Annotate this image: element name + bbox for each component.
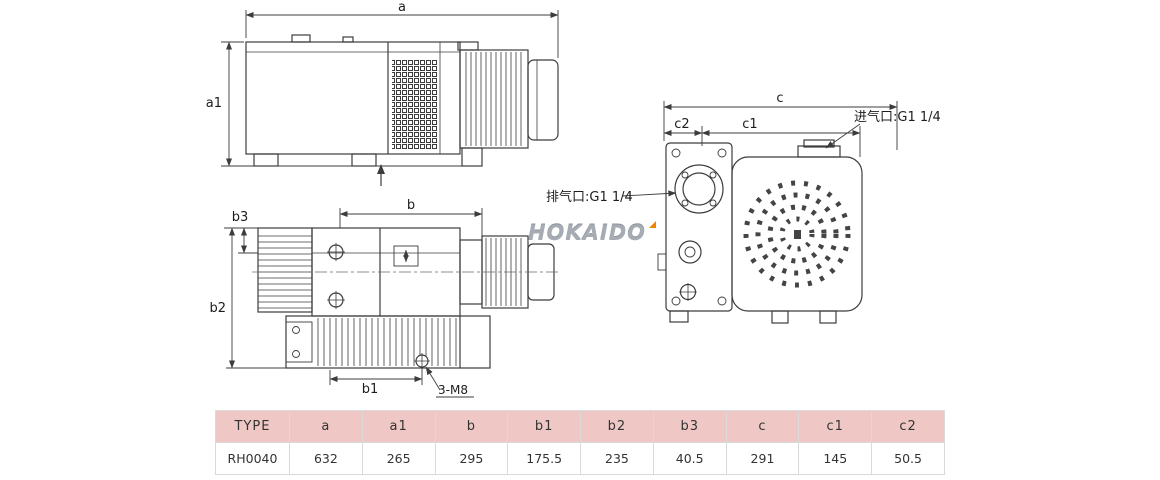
dim-label-b3: b3 bbox=[232, 210, 249, 225]
dim-label-c2: c2 bbox=[674, 117, 689, 132]
dim-label-b: b bbox=[407, 198, 415, 213]
col-header-b2: b2 bbox=[580, 410, 654, 443]
dim-label-b2: b2 bbox=[209, 301, 226, 316]
side-view bbox=[245, 34, 559, 186]
inlet-port-label: 进气口:G1 1/4 bbox=[854, 109, 941, 125]
logo-accent-mark bbox=[649, 221, 657, 228]
thread-note-3-m8: 3-M8 bbox=[438, 383, 468, 397]
exhaust-port-label: 排气口:G1 1/4 bbox=[546, 189, 633, 205]
cell-b3: 40.5 bbox=[652, 442, 727, 475]
dim-label-a: a bbox=[398, 0, 406, 15]
cell-b1: 175.5 bbox=[507, 442, 582, 475]
side-view-dims bbox=[221, 10, 559, 167]
end-view-dims bbox=[621, 101, 898, 197]
col-header-c2: c2 bbox=[871, 410, 945, 443]
dim-label-b1: b1 bbox=[362, 382, 379, 397]
col-header-b3: b3 bbox=[652, 410, 727, 443]
col-header-c1: c1 bbox=[798, 410, 873, 443]
col-header-type: TYPE bbox=[215, 410, 290, 443]
col-header-a1: a1 bbox=[361, 410, 436, 443]
up-arrow bbox=[377, 164, 385, 186]
cell-b2: 235 bbox=[580, 442, 654, 475]
cell-c: 291 bbox=[725, 442, 800, 475]
plan-view bbox=[252, 227, 560, 369]
table-row: RH0040 632 265 295 175.5 235 40.5 291 14… bbox=[215, 442, 945, 475]
spec-table-header: TYPE a a1 b b1 b2 b3 c c1 c2 bbox=[215, 410, 945, 443]
spec-table: TYPE a a1 b b1 b2 b3 c c1 c2 RH0040 632 … bbox=[215, 410, 945, 475]
col-header-b: b bbox=[434, 410, 509, 443]
dim-label-c: c bbox=[776, 91, 783, 106]
end-view bbox=[657, 139, 863, 324]
cell-b: 295 bbox=[434, 442, 509, 475]
exhaust-port bbox=[674, 164, 724, 214]
fan-cover-side bbox=[527, 59, 559, 141]
brand-logo: HOKAIDO bbox=[522, 221, 662, 249]
cell-c2: 50.5 bbox=[871, 442, 945, 475]
cell-a: 632 bbox=[289, 442, 363, 475]
dim-label-c1: c1 bbox=[742, 117, 757, 132]
brand-logo-text: HOKAIDO bbox=[527, 221, 647, 245]
cell-c1: 145 bbox=[798, 442, 873, 475]
cell-type: RH0040 bbox=[215, 442, 290, 475]
plan-view-dims bbox=[224, 208, 483, 398]
col-header-c: c bbox=[725, 410, 800, 443]
col-header-b1: b1 bbox=[507, 410, 582, 443]
cell-a1: 265 bbox=[361, 442, 436, 475]
fan-housing bbox=[731, 156, 863, 312]
col-header-a: a bbox=[289, 410, 363, 443]
dim-label-a1: a1 bbox=[206, 96, 222, 111]
header-row: TYPE a a1 b b1 b2 b3 c c1 c2 bbox=[215, 410, 945, 443]
vent-grid bbox=[392, 60, 438, 150]
